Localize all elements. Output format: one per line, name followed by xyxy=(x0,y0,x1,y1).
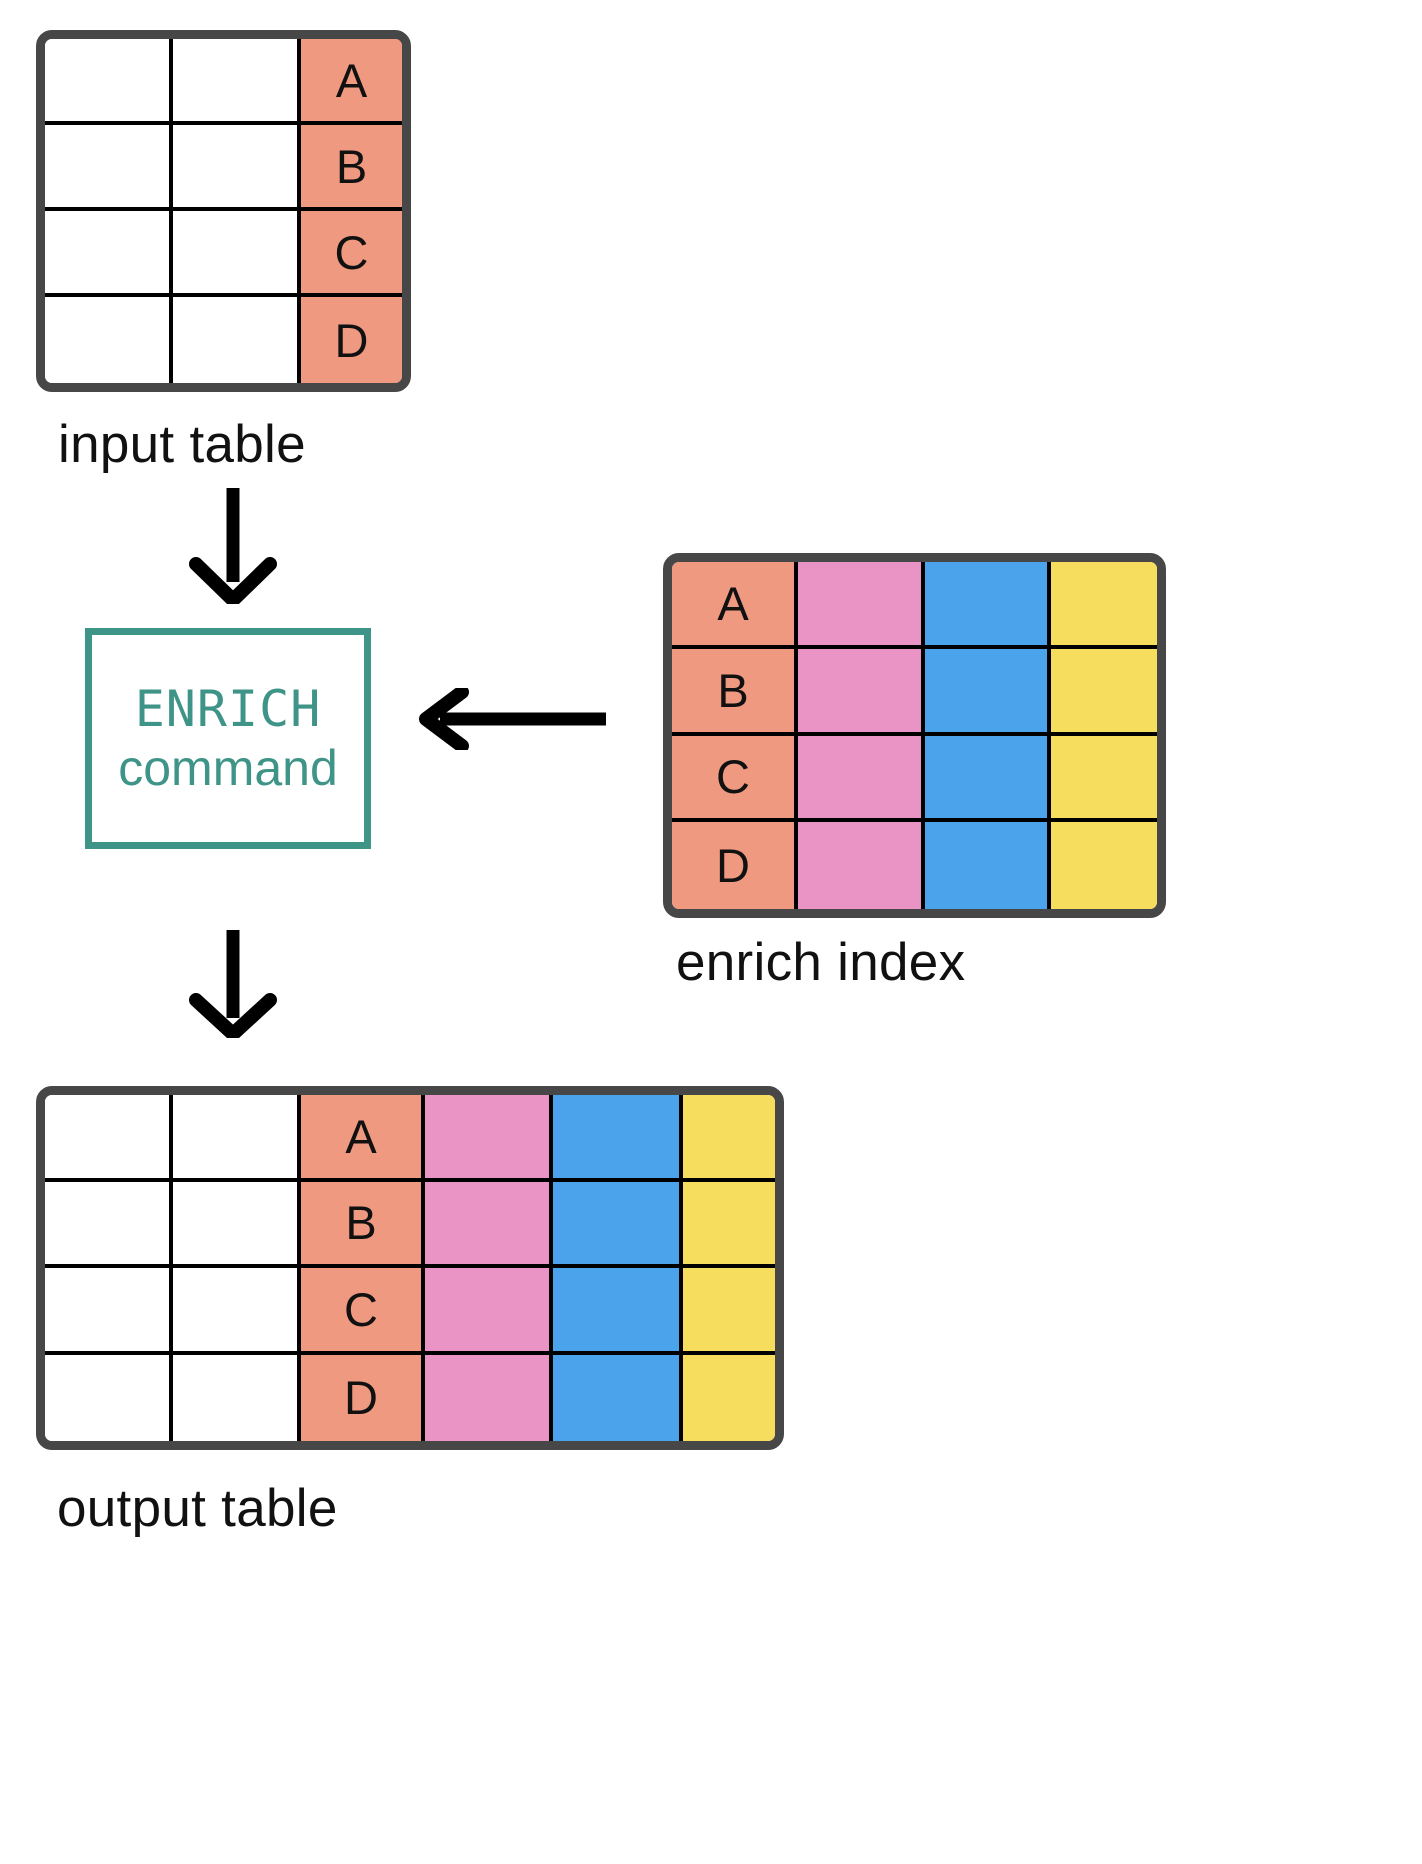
output-cell-r3c4 xyxy=(425,1268,553,1355)
table-row: C xyxy=(45,211,402,297)
table-row: C xyxy=(672,735,1157,823)
arrow-down-input-to-command xyxy=(189,488,277,604)
enrich-command-box[interactable]: ENRICH command xyxy=(85,628,371,849)
table-row: A xyxy=(45,1095,775,1182)
output-cell-r2c5 xyxy=(553,1181,683,1268)
input-cell-r1c2 xyxy=(173,39,301,125)
input-table: A B C D xyxy=(36,30,411,392)
output-cell-r3c1 xyxy=(45,1268,173,1355)
enrich-index-caption: enrich index xyxy=(676,933,966,992)
output-cell-r1c6 xyxy=(683,1095,775,1182)
index-cell-r3c3 xyxy=(925,735,1051,823)
index-cell-r3c1: C xyxy=(672,735,798,823)
output-cell-r4c2 xyxy=(173,1354,301,1441)
output-table-caption: output table xyxy=(57,1479,338,1538)
output-cell-r1c2 xyxy=(173,1095,301,1182)
output-cell-r2c6 xyxy=(683,1181,775,1268)
table-row: D xyxy=(672,822,1157,909)
output-cell-r3c5 xyxy=(553,1268,683,1355)
index-cell-r3c2 xyxy=(798,735,925,823)
arrow-down-command-to-output xyxy=(189,930,277,1038)
input-cell-r4c1 xyxy=(45,297,173,383)
output-table: A B C D xyxy=(36,1086,784,1450)
input-cell-r2c3: B xyxy=(301,125,402,211)
index-cell-r2c4 xyxy=(1051,648,1157,736)
command-word-label: command xyxy=(118,739,338,796)
output-cell-r2c1 xyxy=(45,1181,173,1268)
output-cell-r3c6 xyxy=(683,1268,775,1355)
output-cell-r4c1 xyxy=(45,1354,173,1441)
index-cell-r4c1: D xyxy=(672,822,798,909)
table-row: C xyxy=(45,1268,775,1355)
index-cell-r1c1: A xyxy=(672,562,798,649)
table-row: A xyxy=(45,39,402,125)
index-cell-r3c4 xyxy=(1051,735,1157,823)
index-cell-r1c4 xyxy=(1051,562,1157,649)
input-cell-r4c2 xyxy=(173,297,301,383)
enrich-index-table: A B C D xyxy=(663,553,1166,918)
index-cell-r2c3 xyxy=(925,648,1051,736)
output-cell-r4c6 xyxy=(683,1354,775,1441)
output-cell-r2c4 xyxy=(425,1181,553,1268)
index-cell-r2c2 xyxy=(798,648,925,736)
index-cell-r1c2 xyxy=(798,562,925,649)
output-cell-r3c3: C xyxy=(301,1268,425,1355)
input-cell-r1c1 xyxy=(45,39,173,125)
output-cell-r1c1 xyxy=(45,1095,173,1182)
table-row: D xyxy=(45,297,402,383)
input-cell-r4c3: D xyxy=(301,297,402,383)
table-row: B xyxy=(45,1181,775,1268)
output-cell-r2c2 xyxy=(173,1181,301,1268)
input-cell-r3c3: C xyxy=(301,211,402,297)
input-cell-r3c1 xyxy=(45,211,173,297)
index-cell-r4c3 xyxy=(925,822,1051,909)
input-cell-r3c2 xyxy=(173,211,301,297)
table-row: A xyxy=(672,562,1157,649)
index-cell-r4c4 xyxy=(1051,822,1157,909)
output-cell-r2c3: B xyxy=(301,1181,425,1268)
output-cell-r1c4 xyxy=(425,1095,553,1182)
output-cell-r1c3: A xyxy=(301,1095,425,1182)
output-cell-r4c5 xyxy=(553,1354,683,1441)
input-cell-r1c3: A xyxy=(301,39,402,125)
output-cell-r4c4 xyxy=(425,1354,553,1441)
table-row: B xyxy=(672,648,1157,736)
output-cell-r1c5 xyxy=(553,1095,683,1182)
index-cell-r2c1: B xyxy=(672,648,798,736)
index-cell-r4c2 xyxy=(798,822,925,909)
input-cell-r2c2 xyxy=(173,125,301,211)
output-cell-r4c3: D xyxy=(301,1354,425,1441)
table-row: B xyxy=(45,125,402,211)
input-table-caption: input table xyxy=(58,415,306,474)
arrow-left-index-to-command xyxy=(419,688,606,750)
index-cell-r1c3 xyxy=(925,562,1051,649)
command-name-label: ENRICH xyxy=(134,679,322,738)
output-cell-r3c2 xyxy=(173,1268,301,1355)
input-cell-r2c1 xyxy=(45,125,173,211)
table-row: D xyxy=(45,1354,775,1441)
